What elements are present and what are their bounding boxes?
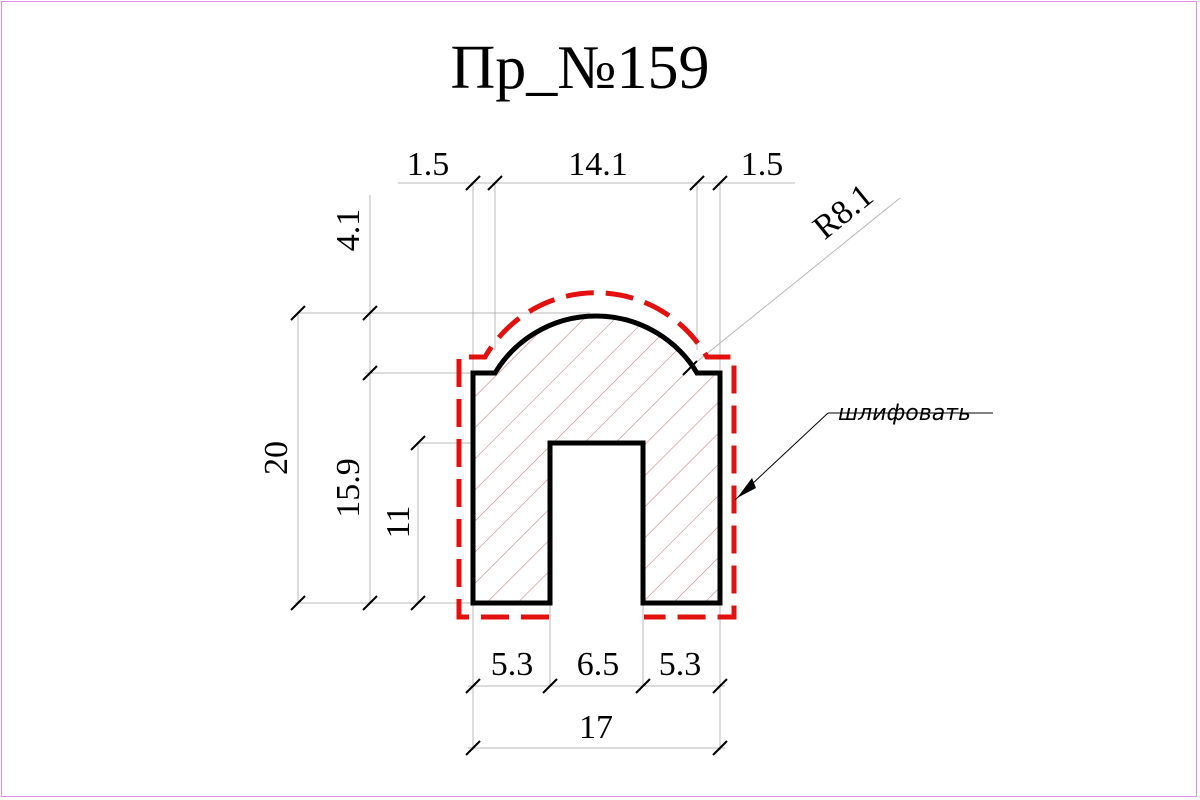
- dim-slot-width: 6.5: [577, 646, 620, 683]
- dim-top-left-offset: 1.5: [407, 146, 450, 183]
- dim-slot-height: 11: [380, 506, 417, 539]
- dim-radius: R8.1: [806, 177, 880, 247]
- dim-total-height: 20: [258, 441, 295, 475]
- dim-bottom-right: 5.3: [659, 646, 702, 683]
- dim-top-right-offset: 1.5: [741, 146, 784, 183]
- dim-cap-height: 4.1: [330, 209, 367, 252]
- grind-line: [456, 290, 737, 620]
- profile-section: [470, 313, 723, 606]
- dim-shoulder-height: 15.9: [330, 458, 367, 518]
- arrow-icon: [737, 478, 756, 498]
- grind-annotation: шлифовать: [838, 401, 971, 426]
- grind-leader: [734, 412, 993, 501]
- page-title: Пр_№159: [451, 34, 710, 102]
- dimension-ticks: [290, 175, 728, 756]
- dim-total-width: 17: [579, 709, 613, 746]
- dim-bottom-left: 5.3: [491, 646, 534, 683]
- dim-top-width: 14.1: [568, 146, 628, 183]
